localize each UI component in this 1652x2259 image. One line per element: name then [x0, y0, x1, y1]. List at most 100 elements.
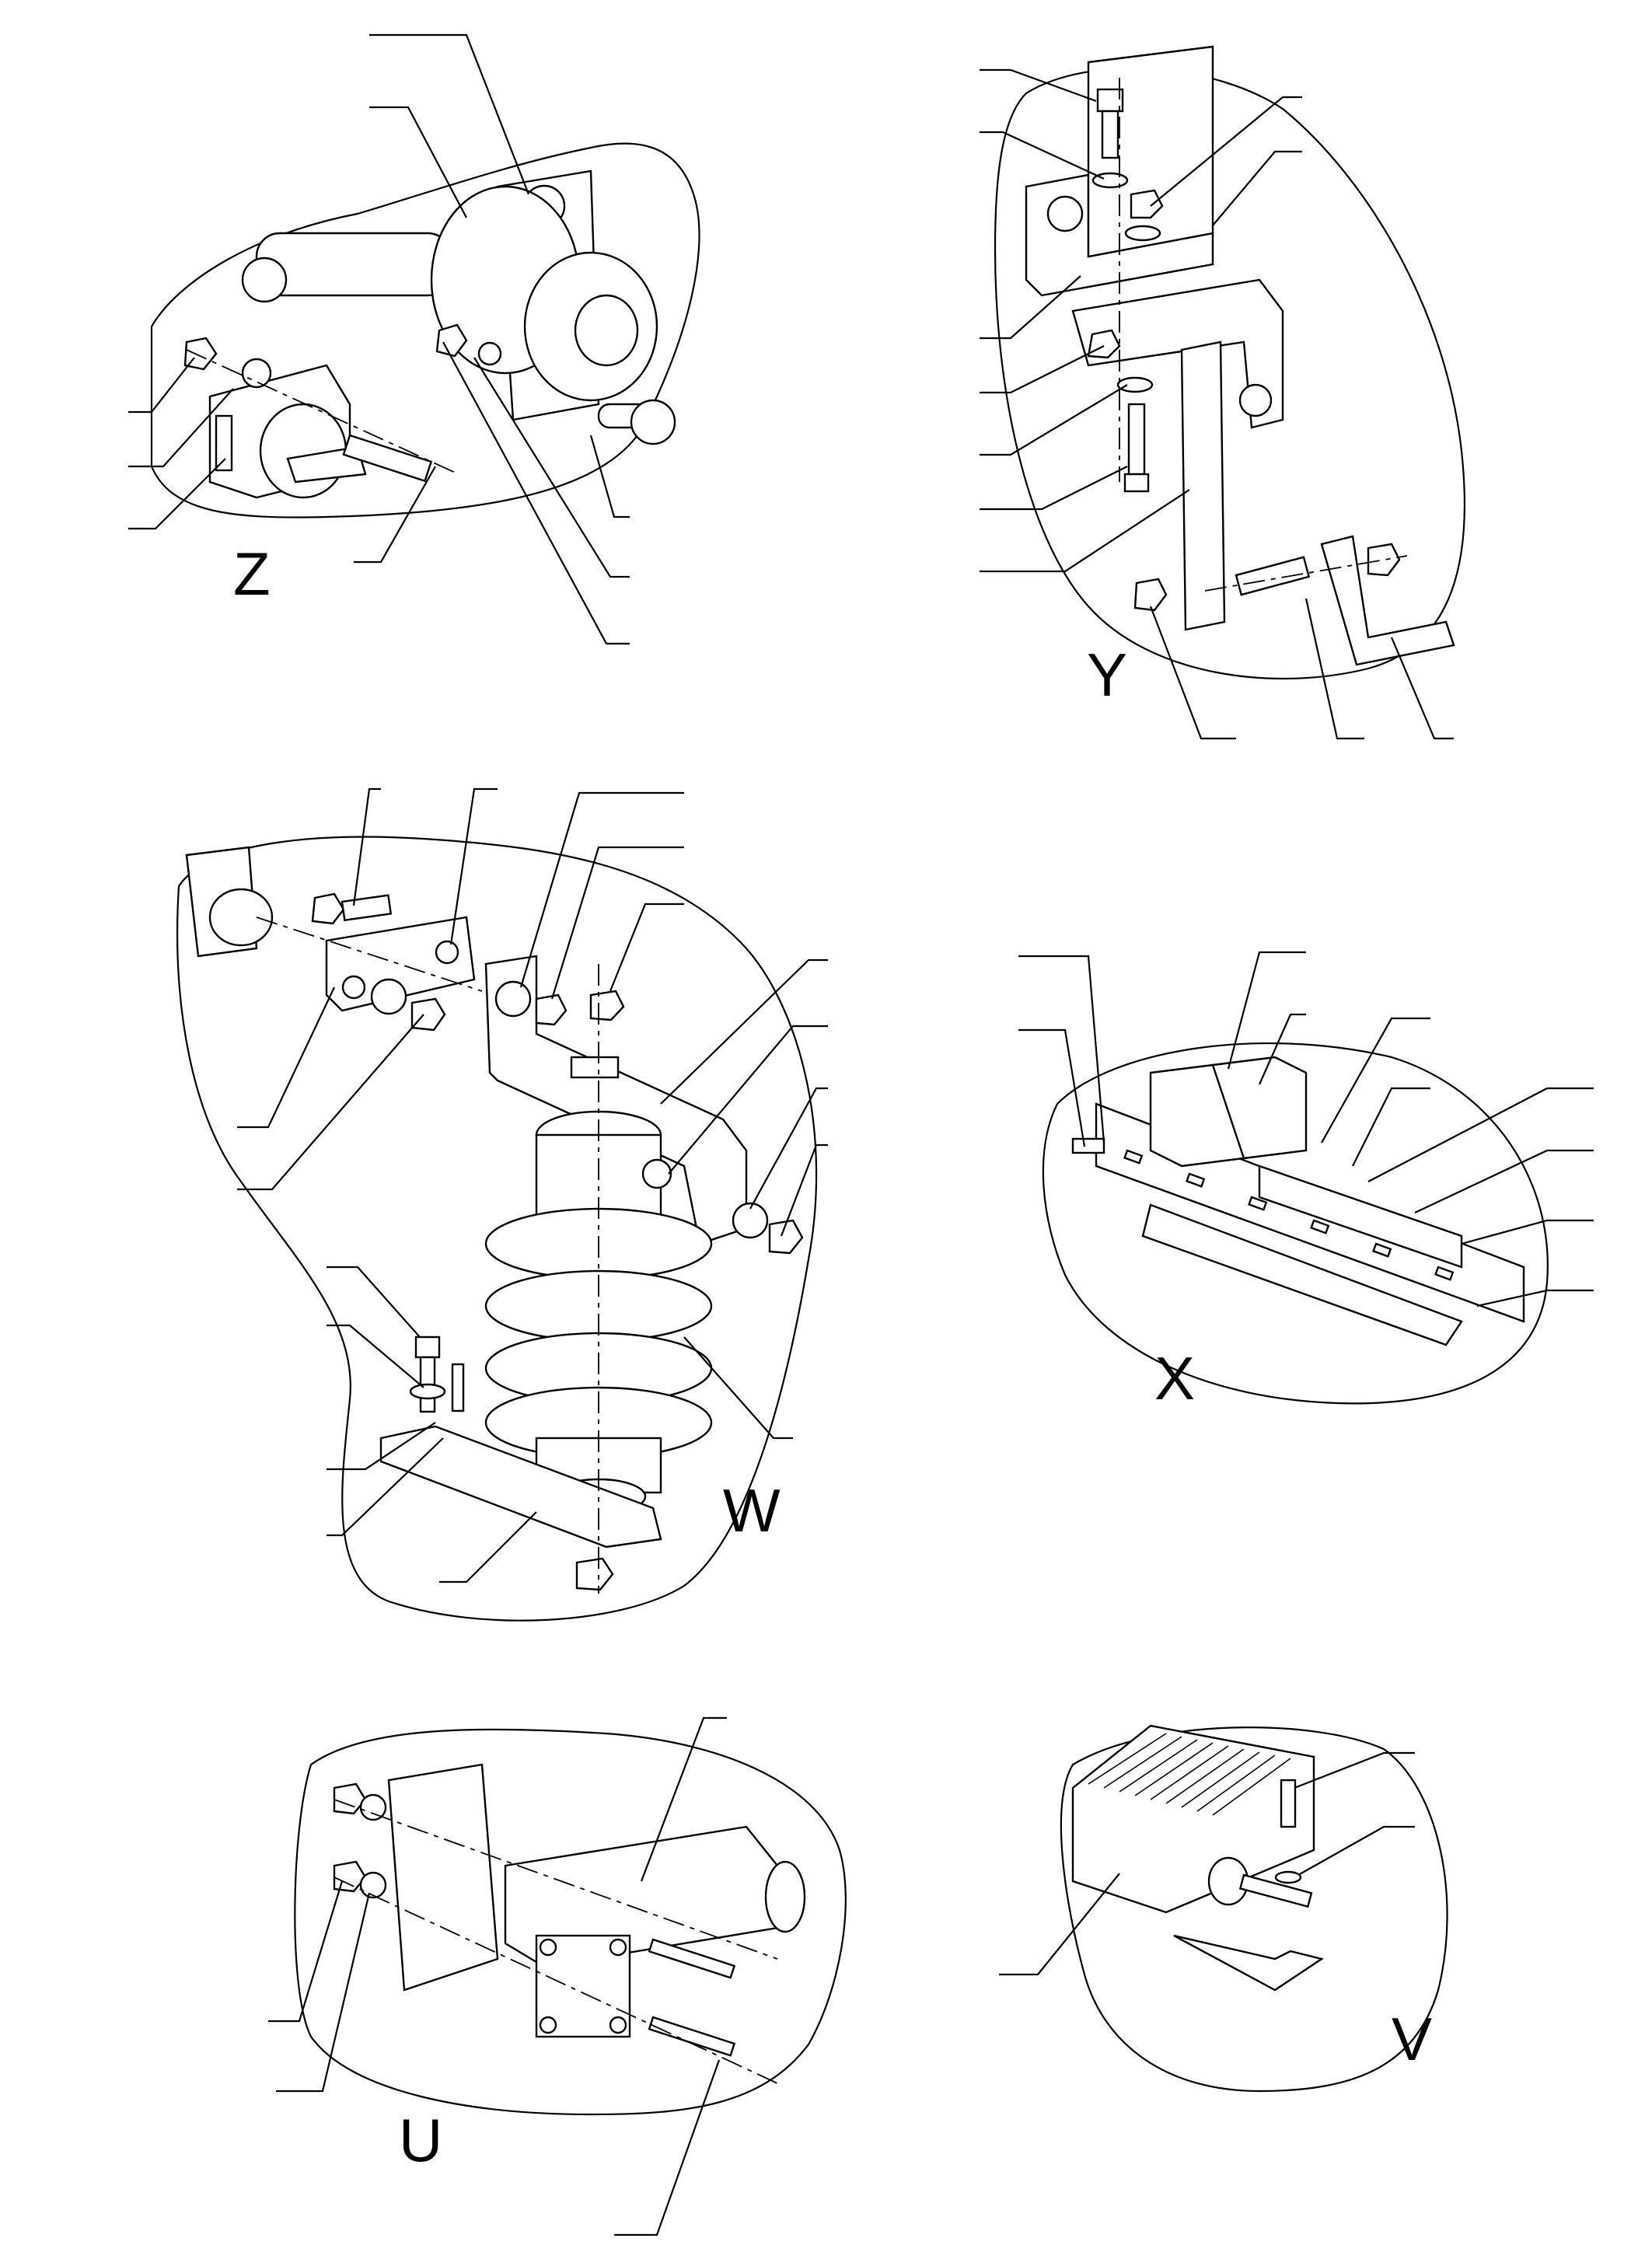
w-callout-3	[519, 791, 684, 988]
v-heatsink-fins	[1088, 1733, 1291, 1816]
y-callout-2	[980, 131, 1105, 180]
w-axis-horizontal	[256, 917, 483, 992]
u-callout-3	[276, 1892, 371, 2093]
view-w-label: W	[723, 1476, 781, 1545]
w-link-hole-2	[435, 940, 459, 965]
w-callout-10	[237, 986, 335, 1129]
u-mount-plate	[387, 1763, 499, 1992]
u-coupling-bolt-4	[609, 2016, 627, 2034]
y-callout-3	[1150, 96, 1302, 207]
w-wall-boss	[208, 888, 274, 947]
x-rail-slot-3	[1248, 1196, 1268, 1211]
w-callout-17	[683, 1336, 793, 1440]
y-axis-horizontal	[1204, 555, 1408, 592]
w-callout-16	[439, 1511, 537, 1583]
w-callout-2	[449, 787, 498, 945]
u-callout-1	[640, 1716, 727, 1882]
w-bracket-nut	[535, 993, 568, 1026]
y-lower-nut	[1133, 578, 1168, 612]
z-callout-2	[369, 106, 467, 218]
x-callout-10	[1476, 1289, 1594, 1308]
u-callout-4	[614, 2059, 721, 2236]
w-callout-5	[609, 903, 684, 992]
z-shaft-end	[241, 257, 288, 303]
v-callout-2	[1298, 1825, 1415, 1876]
y-callout-5	[980, 275, 1081, 340]
y-clamp-nut	[1367, 543, 1401, 577]
w-side-washer	[732, 1202, 769, 1239]
z-nut-left	[183, 337, 218, 371]
view-w-boundary	[176, 836, 818, 1622]
v-washer	[1274, 1870, 1302, 1884]
w-base-plate	[379, 1425, 662, 1548]
w-washer	[370, 978, 407, 1015]
y-callout-1	[980, 68, 1097, 103]
u-axis-upper	[334, 1799, 778, 1960]
u-motor-endcap	[764, 1860, 806, 1933]
z-pin-head	[630, 399, 676, 445]
v-stud	[1238, 1873, 1313, 1908]
v-heatsink	[1071, 1724, 1315, 1914]
view-x-boundary	[1042, 1042, 1549, 1405]
w-base-bolt-head	[414, 1335, 441, 1359]
y-mid-nut	[1087, 329, 1121, 359]
u-axis-lower	[334, 1877, 778, 2084]
w-callout-15	[327, 1437, 444, 1537]
w-callout-13	[327, 1324, 424, 1388]
z-switch-connector	[215, 414, 233, 472]
x-callout-8	[1414, 1149, 1594, 1213]
view-x-detail: X	[1018, 951, 1594, 1412]
view-z-boundary	[150, 142, 700, 518]
x-callout-7	[1367, 1087, 1594, 1182]
x-terminal-strip	[1258, 1164, 1463, 1269]
x-callout-1	[1018, 955, 1105, 1143]
y-clamp-bracket	[1320, 535, 1455, 666]
x-rail-slot-5	[1372, 1242, 1392, 1258]
view-u-detail: U	[268, 1716, 847, 2236]
x-terminal-row	[1141, 1203, 1463, 1346]
w-callout-6	[660, 958, 828, 1105]
y-side-nut	[1046, 195, 1084, 232]
x-callout-6	[1352, 1087, 1430, 1167]
y-callout-10	[1149, 606, 1236, 740]
view-u-label: U	[399, 2106, 442, 2174]
w-bottom-nut	[575, 1557, 614, 1591]
u-nut-top	[333, 1782, 367, 1815]
view-v-detail: V	[999, 1724, 1448, 2093]
view-x-label: X	[1154, 1344, 1195, 1412]
z-callout-7	[589, 435, 630, 518]
z-callout-6	[354, 466, 436, 564]
x-rail-slot-4	[1310, 1219, 1330, 1234]
w-link-nut	[410, 997, 446, 1032]
v-callout-3	[999, 1873, 1120, 1976]
w-link-bolt-head	[311, 892, 345, 925]
w-top-nut	[589, 990, 625, 1021]
x-terminal-block-2	[1211, 1056, 1308, 1160]
w-callout-4	[550, 846, 684, 1000]
z-washer-left	[241, 358, 272, 389]
x-rail-slot-2	[1186, 1172, 1206, 1188]
u-bolt-lower	[648, 2016, 736, 2057]
y-lower-bolt-head	[1123, 473, 1150, 493]
y-callout-4	[1212, 150, 1302, 226]
x-callout-2	[1018, 1028, 1086, 1147]
y-vertical-strap	[1180, 340, 1226, 631]
z-callout-3	[128, 357, 195, 414]
w-callout-11	[237, 1014, 424, 1191]
z-bolt	[342, 434, 433, 483]
v-callout-1	[1294, 1751, 1415, 1789]
x-callout-4	[1258, 1013, 1306, 1085]
w-clamp	[570, 1056, 620, 1079]
view-v-label: V	[1392, 2005, 1432, 2073]
y-cross-bracket	[1071, 278, 1284, 429]
w-bracket-washer	[494, 980, 532, 1018]
u-coupling-bolt-3	[539, 2016, 557, 2034]
w-base-screw	[451, 1363, 465, 1412]
z-callout-8	[473, 357, 630, 578]
w-side-bolt	[641, 1158, 672, 1189]
x-callout-5	[1321, 1017, 1430, 1143]
w-callout-12	[327, 1266, 421, 1338]
x-callout-9	[1461, 1219, 1594, 1245]
z-callout-5	[128, 458, 226, 530]
